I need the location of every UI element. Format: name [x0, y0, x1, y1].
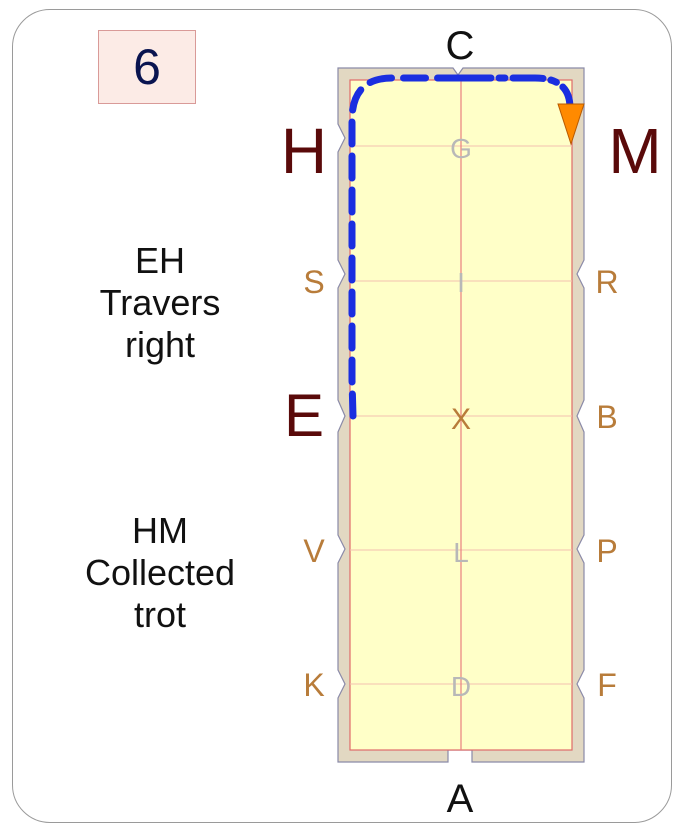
side-letter-b: B — [596, 399, 617, 435]
center-letter-g: G — [450, 133, 472, 164]
instruction-line: Travers — [99, 282, 221, 323]
route-travers — [348, 74, 465, 420]
step-number: 6 — [133, 39, 161, 95]
main-letter-c: C — [446, 24, 475, 68]
step-number-box: 6 — [98, 30, 196, 104]
center-letter-l: L — [453, 537, 469, 568]
center-letter-x: X — [451, 403, 471, 436]
side-letter-k: K — [303, 667, 324, 703]
side-letter-s: S — [303, 264, 324, 300]
side-letter-r: R — [595, 264, 618, 300]
orange-triangle-arrow-icon — [557, 103, 585, 146]
main-letter-a: A — [447, 777, 474, 821]
main-letter-h: H — [281, 115, 327, 187]
side-letter-v: V — [303, 533, 325, 569]
side-letter-p: P — [596, 533, 617, 569]
center-letter-i: I — [457, 267, 465, 298]
instruction-travers: EH Travers right — [40, 240, 280, 366]
instruction-line: EH — [134, 240, 185, 281]
route-collected-trot — [457, 74, 574, 112]
instruction-line: HM — [132, 510, 188, 551]
side-letter-f: F — [597, 667, 617, 703]
main-letter-m: M — [608, 115, 661, 187]
instruction-line: right — [124, 324, 196, 365]
instruction-line: Collected — [84, 552, 236, 593]
main-letter-e: E — [284, 382, 324, 449]
center-letter-d: D — [451, 671, 471, 702]
instruction-line: trot — [133, 594, 186, 635]
instruction-collected-trot: HM Collected trot — [40, 510, 280, 636]
